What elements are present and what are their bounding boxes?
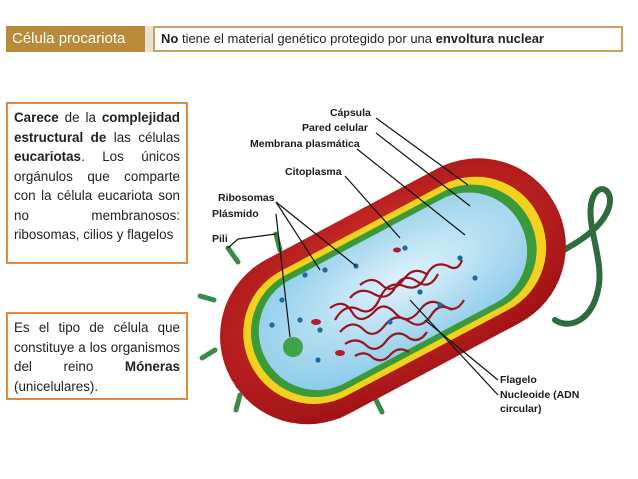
label-plasmido: Plásmido bbox=[212, 208, 259, 220]
box2-text-b: (unicelulares). bbox=[14, 378, 99, 394]
header-no: No bbox=[161, 31, 179, 46]
leader-lines bbox=[227, 117, 499, 396]
info-box-kingdom: Es el tipo de célula que constituye a lo… bbox=[6, 312, 188, 400]
label-membrana: Membrana plasmática bbox=[250, 138, 360, 150]
header-middle: tiene el material genético protegido por… bbox=[178, 31, 436, 46]
label-nucleoide-2: circular) bbox=[500, 403, 541, 415]
title-text: Célula procariota bbox=[12, 30, 126, 47]
title-divider bbox=[145, 26, 153, 52]
box1-text-c: . Los únicos orgánulos que comparte con … bbox=[14, 149, 180, 242]
box2-text-a: Es el tipo de célula que constituye a lo… bbox=[14, 320, 180, 374]
label-pared: Pared celular bbox=[302, 122, 368, 134]
info-box-complexity: Carece de la complejidad estructural de … bbox=[6, 102, 188, 264]
label-capsula: Cápsula bbox=[330, 107, 371, 119]
box2-moneras: Móneras bbox=[124, 359, 180, 374]
box1-text-b: las células bbox=[106, 129, 180, 145]
label-citoplasma: Citoplasma bbox=[285, 166, 342, 178]
box1-text-a: de la bbox=[58, 110, 102, 125]
plasmid bbox=[283, 337, 303, 357]
label-flagelo: Flagelo bbox=[500, 374, 537, 386]
box1-complejidad: complejidad estructural de bbox=[14, 110, 180, 145]
dna-fragments bbox=[311, 247, 401, 356]
title-badge: Célula procariota bbox=[6, 26, 145, 52]
box1-carece: Carece bbox=[14, 110, 59, 125]
label-ribosomas: Ribosomas bbox=[218, 192, 275, 204]
ribosomes bbox=[269, 245, 478, 363]
header-box: No tiene el material genético protegido … bbox=[153, 26, 623, 52]
label-pili: Pili bbox=[212, 233, 228, 245]
nucleoid-dna bbox=[329, 259, 465, 362]
flagellum bbox=[542, 186, 613, 327]
header-envoltura: envoltura nuclear bbox=[435, 31, 544, 46]
box1-eucariotas: eucariotas bbox=[14, 149, 81, 164]
label-nucleoide-1: Nucleoide (ADN bbox=[500, 389, 579, 401]
